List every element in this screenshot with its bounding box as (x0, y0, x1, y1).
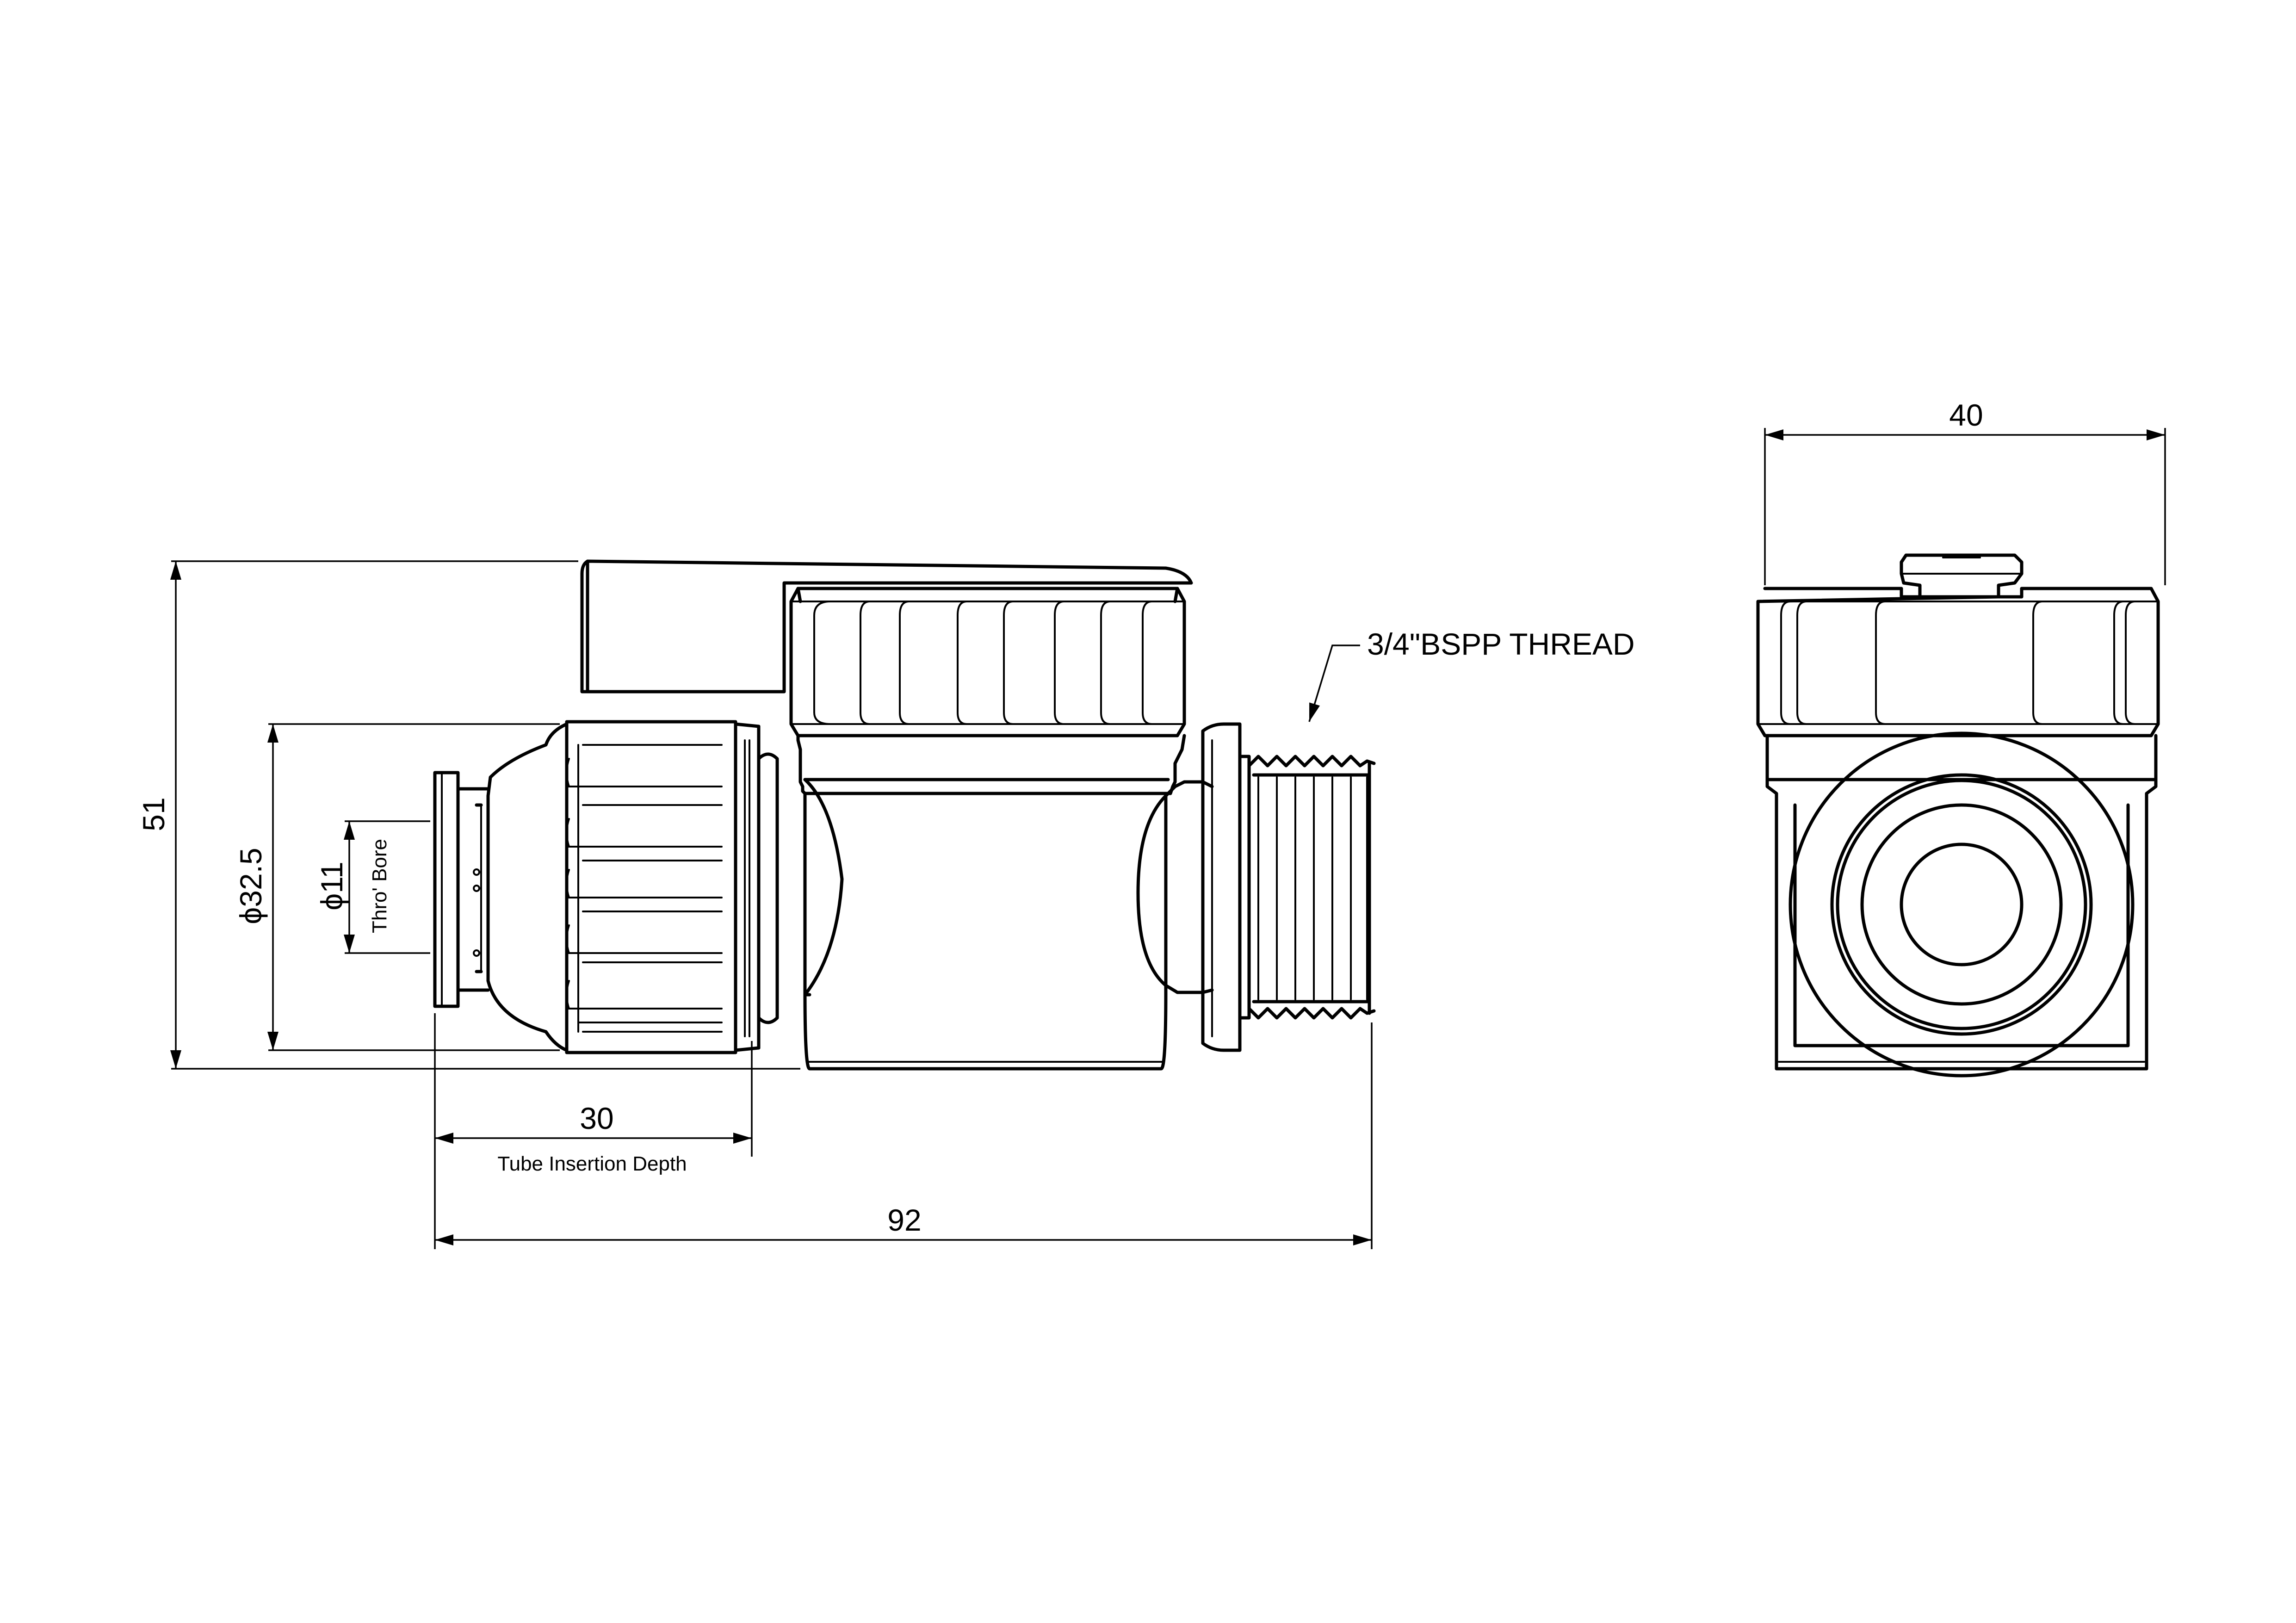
dim-overall-height: 51 (136, 797, 171, 831)
dim-insertion-depth-note: Tube Insertion Depth (497, 1152, 687, 1175)
side-view (433, 559, 1376, 1071)
dim-bore-diameter: ϕ11 (315, 861, 349, 910)
dim-body-diameter: ϕ32.5 (234, 848, 268, 924)
dim-end-width: 40 (1949, 398, 1983, 432)
valve-body (796, 734, 1186, 1071)
dim-overall-length: 92 (887, 1203, 921, 1237)
dimension-lines (170, 428, 2166, 1249)
right-neck (1136, 794, 1168, 987)
dim-bore-note: Thro' Bore (368, 839, 391, 933)
end-view (1756, 553, 2160, 1078)
bonnet-nut (789, 587, 1186, 737)
threaded-end (1201, 722, 1376, 1052)
left-neck (803, 778, 844, 997)
push-fit-end (433, 720, 779, 1054)
dim-insertion-depth: 30 (580, 1101, 613, 1135)
lever-handle (586, 559, 1193, 694)
thread-callout: 3/4"BSPP THREAD (1367, 627, 1635, 661)
